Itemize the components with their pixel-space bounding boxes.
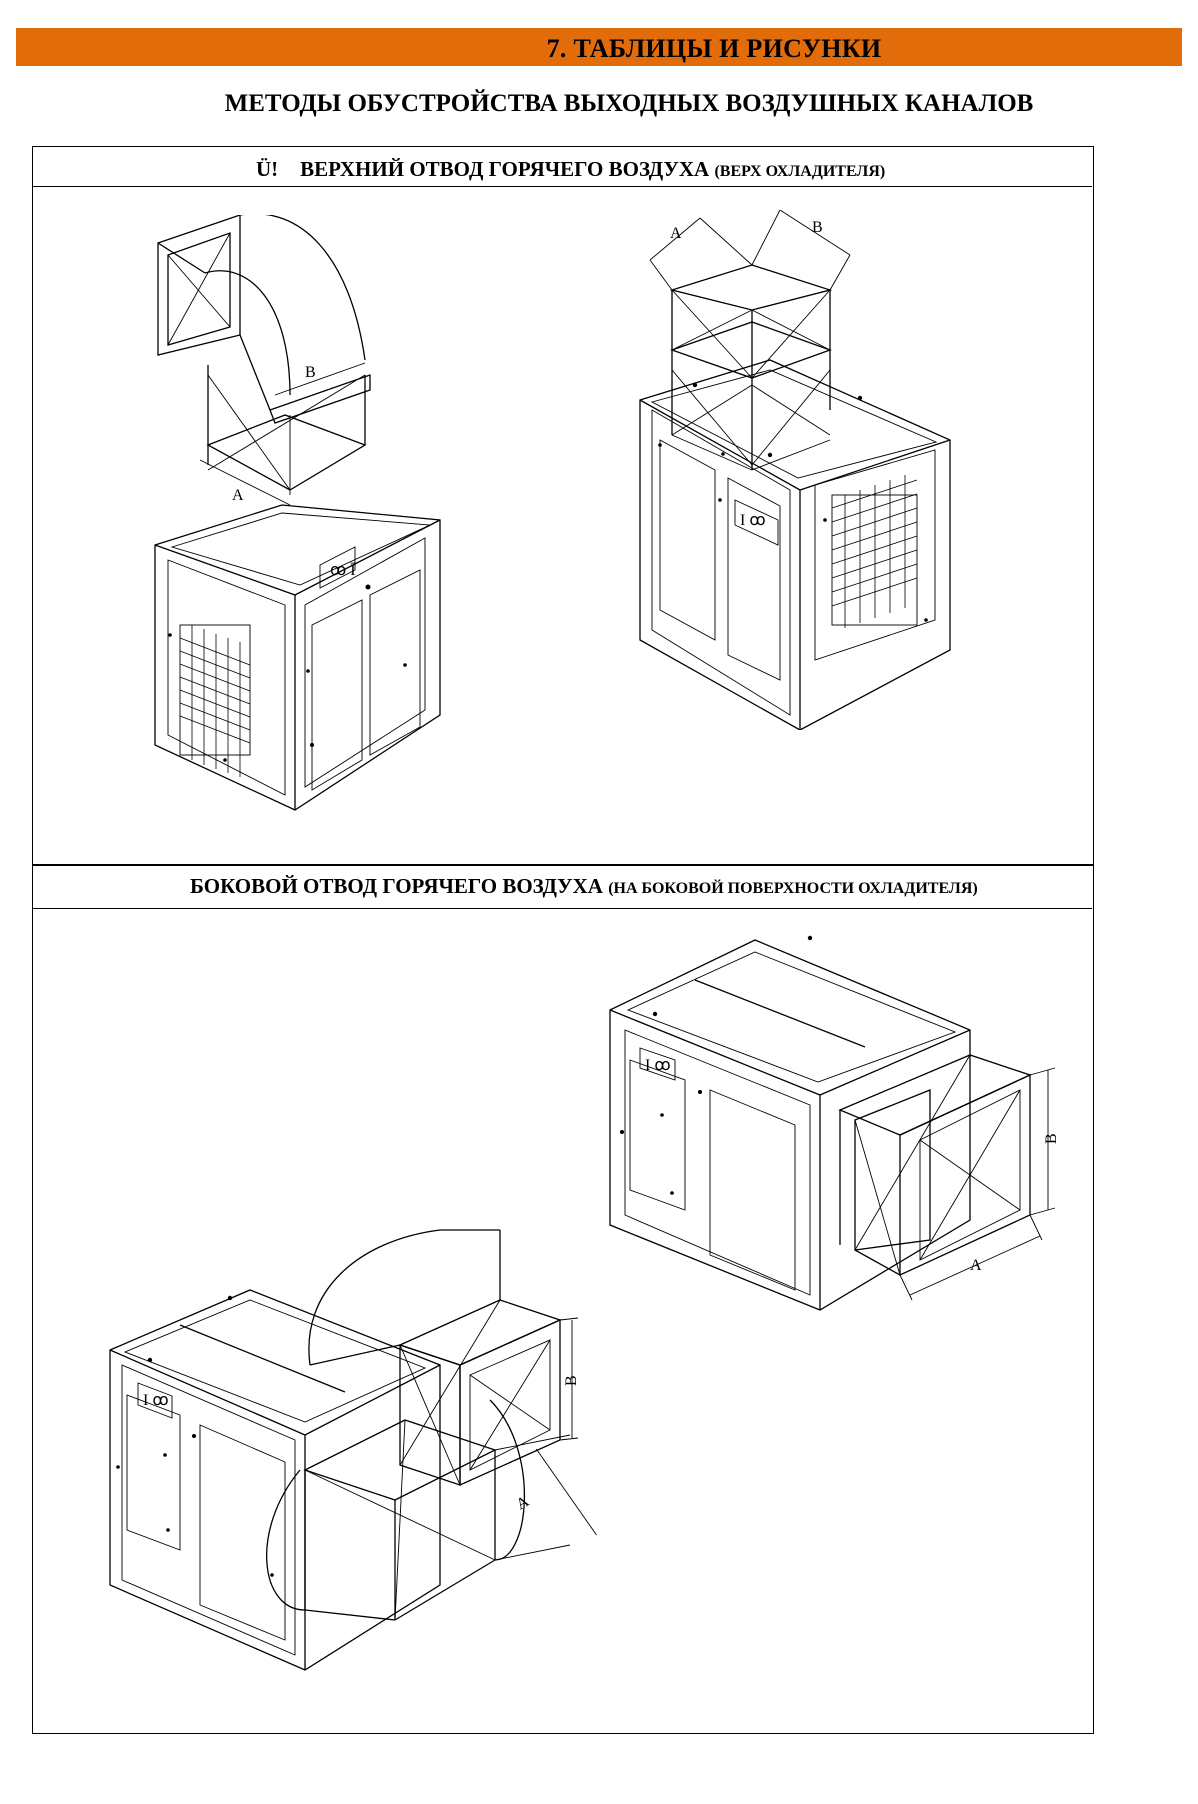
top-table-header-divider (32, 186, 1092, 187)
side-table-header-divider (32, 908, 1092, 909)
elbow-side-duct (266, 1229, 562, 1621)
cabinet-3: I ꝏ (609, 935, 971, 1311)
drawing-side-straight-duct: I ꝏ B A (609, 935, 1060, 1311)
dim-a-label-4: A (514, 1493, 533, 1514)
drawing-top-straight-duct: I ꝏ A B (639, 210, 951, 730)
vertical-duct-straight (669, 264, 833, 471)
dimension-lines: B A (199, 362, 366, 506)
side-section-heading: БОКОВОЙ ОТВОД ГОРЯЧЕГО ВОЗДУХА (НА БОКОВ… (190, 874, 978, 899)
top-section-heading: Ü! ВЕРХНИЙ ОТВОД ГОРЯЧЕГО ВОЗДУХА (ВЕРХ О… (256, 157, 885, 182)
drawing-side-elbow-duct: I ꝏ B A (109, 1229, 597, 1671)
top-heading-note: (ВЕРХ ОХЛАДИТЕЛЯ) (714, 163, 886, 180)
dimension-lines-2: A B (649, 210, 851, 291)
cabinet-4: I ꝏ (109, 1289, 441, 1671)
side-table-frame (32, 864, 1094, 1734)
dim-b-label: B (305, 364, 316, 381)
top-table-frame (32, 146, 1094, 866)
side-heading-note: (НА БОКОВОЙ ПОВЕРХНОСТИ ОХЛАДИТЕЛЯ) (608, 880, 978, 897)
dimension-lines-3: B A (899, 1067, 1060, 1301)
svg-text:I ꝏ: I ꝏ (143, 1392, 169, 1409)
dim-a-label: A (232, 487, 244, 504)
dim-b-label-4: B (563, 1375, 580, 1386)
elbow-duct (157, 215, 371, 424)
dim-a-label-3: A (970, 1257, 982, 1274)
section-title: 7. ТАБЛИЦЫ И РИСУНКИ (546, 34, 882, 63)
svg-text:I ꝏ: I ꝏ (740, 512, 766, 529)
dim-a-label-2: A (670, 225, 682, 242)
vertical-duct (206, 365, 367, 495)
svg-text:I ꝏ: I ꝏ (645, 1057, 671, 1074)
svg-text:ꝏ Ī: ꝏ Ī (330, 562, 356, 579)
top-heading-text: ВЕРХНИЙ ОТВОД ГОРЯЧЕГО ВОЗДУХА (300, 157, 710, 181)
section-banner: 7. ТАБЛИЦЫ И РИСУНКИ (16, 28, 1182, 66)
drawing-top-elbow-duct: ꝏ Ī B A (154, 215, 441, 811)
cabinet-1: ꝏ Ī (154, 504, 441, 811)
page-subtitle: МЕТОДЫ ОБУСТРОЙСТВА ВЫХОДНЫХ ВОЗДУШНЫХ К… (224, 90, 1034, 117)
stray-mark: Ü! (256, 157, 279, 181)
dim-b-label-3: B (1043, 1133, 1060, 1144)
side-heading-text: БОКОВОЙ ОТВОД ГОРЯЧЕГО ВОЗДУХА (190, 874, 603, 898)
side-duct (838, 1054, 1032, 1277)
cabinet-2: I ꝏ (639, 359, 951, 730)
dim-b-label-2: B (812, 219, 823, 236)
dimension-lines-4: B A (494, 1317, 597, 1561)
